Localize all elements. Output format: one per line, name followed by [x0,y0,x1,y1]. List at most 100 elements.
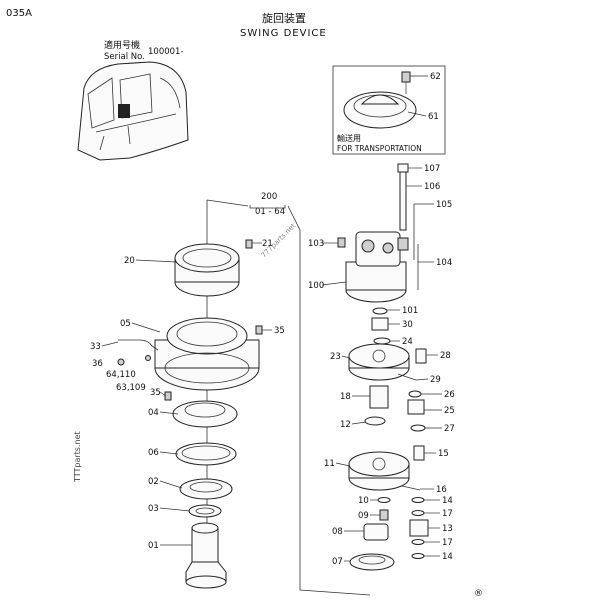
part-label-13: 13 [442,524,453,534]
part-20-ring-housing [174,243,240,297]
part-26-washer [408,390,422,398]
title-english: SWING DEVICE [240,28,327,39]
transportation-inset: 輸送用 FOR TRANSPORTATION [332,65,446,155]
part-12-washer [364,416,386,426]
part-33-pipe [118,339,159,351]
part-label-35-lower: 35 [150,388,161,398]
part-18-planet-gear [369,385,389,409]
part-35-bolt-lower [164,391,172,401]
part-label-12: 12 [340,420,351,430]
part-label-63-109: 63,109 [116,383,146,393]
part-label-62: 62 [430,72,441,82]
part-28-pin [415,348,427,364]
transport-label-english: FOR TRANSPORTATION [337,144,422,153]
part-103-plug [337,237,346,248]
part-15-pin [413,445,425,461]
part-label-17-lower: 17 [442,538,453,548]
part-06-seal-ring [175,442,237,466]
transport-label-japanese: 輸送用 [337,133,361,143]
part-label-101: 101 [402,306,418,316]
part-03-collar [188,504,222,518]
serial-value: 100001- [148,47,184,57]
part-label-01: 01 [148,541,159,551]
part-21-bolt [245,239,253,249]
left-leader-lines [101,242,272,546]
part-label-07: 07 [332,557,343,567]
assembly-range: 01 - 64 [255,207,285,217]
part-label-24: 24 [402,337,413,347]
part-29-pin [397,373,417,381]
part-label-105: 105 [436,200,452,210]
part-02-bearing [179,478,233,500]
part-label-103: 103 [308,239,324,249]
part-label-33: 33 [90,342,101,352]
part-100-swing-motor [345,231,409,303]
part-label-27: 27 [444,424,455,434]
part-label-104: 104 [436,258,452,268]
part-05-housing [154,317,260,391]
part-label-18: 18 [340,392,351,402]
part-label-09: 09 [358,511,369,521]
part-09-pin [379,509,389,521]
part-label-100: 100 [308,281,324,291]
part-label-28: 28 [440,351,451,361]
part-16-pin [401,485,421,491]
part-14-washer-lower [411,553,425,559]
part-14-washer-upper [411,497,425,503]
machine-cab-illustration [77,61,189,161]
part-label-35: 35 [274,326,285,336]
part-label-107: 107 [424,164,440,174]
part-label-25: 25 [444,406,455,416]
registered-mark: ® [474,589,483,599]
part-64-fitting [145,355,151,361]
part-08-gear [363,523,389,541]
part-label-30: 30 [402,320,413,330]
page-code: 035A [6,8,32,19]
vertical-code: TTTparts.net [73,431,82,483]
right-leader-lines [321,167,442,562]
part-label-14-lower: 14 [442,552,453,562]
part-106-level-gauge [399,171,407,231]
part-label-26: 26 [444,390,455,400]
part-label-106: 106 [424,182,440,192]
part-101-washer [372,307,388,315]
part-13-gear [409,519,429,537]
part-label-08: 08 [332,527,343,537]
part-label-10: 10 [358,496,369,506]
part-27-washer [410,424,426,432]
part-36-plug [117,358,125,366]
part-17-ring-upper [411,510,425,516]
serial-label-japanese: 適用号機 [104,39,140,51]
part-label-29: 29 [430,375,441,385]
part-label-20: 20 [124,256,135,266]
part-label-04: 04 [148,408,159,418]
part-label-06: 06 [148,448,159,458]
part-35-bolt [255,325,263,335]
part-label-05: 05 [120,319,131,329]
part-label-03: 03 [148,504,159,514]
assembly-number: 200 [261,192,277,202]
part-label-11: 11 [324,459,335,469]
part-11-carrier [348,451,410,491]
part-30-gear [371,317,389,331]
part-label-23: 23 [330,352,341,362]
part-label-14-upper: 14 [442,496,453,506]
part-label-64-110: 64,110 [106,370,136,380]
part-label-02: 02 [148,477,159,487]
serial-label-english: Serial No. [104,52,145,62]
part-label-61: 61 [428,112,439,122]
title-japanese: 旋回装置 [262,11,306,25]
part-label-17-upper: 17 [442,509,453,519]
part-10-washer [377,497,391,503]
part-25-gear [407,399,425,415]
part-04-bearing [172,400,238,428]
part-23-carrier [348,343,410,381]
part-label-16: 16 [436,485,447,495]
part-label-21: 21 [262,239,273,249]
part-17-ring-lower [411,539,425,545]
part-107-cap [397,163,409,173]
part-24-ring [373,337,391,345]
part-label-15: 15 [438,449,449,459]
part-07-bearing [349,553,395,571]
